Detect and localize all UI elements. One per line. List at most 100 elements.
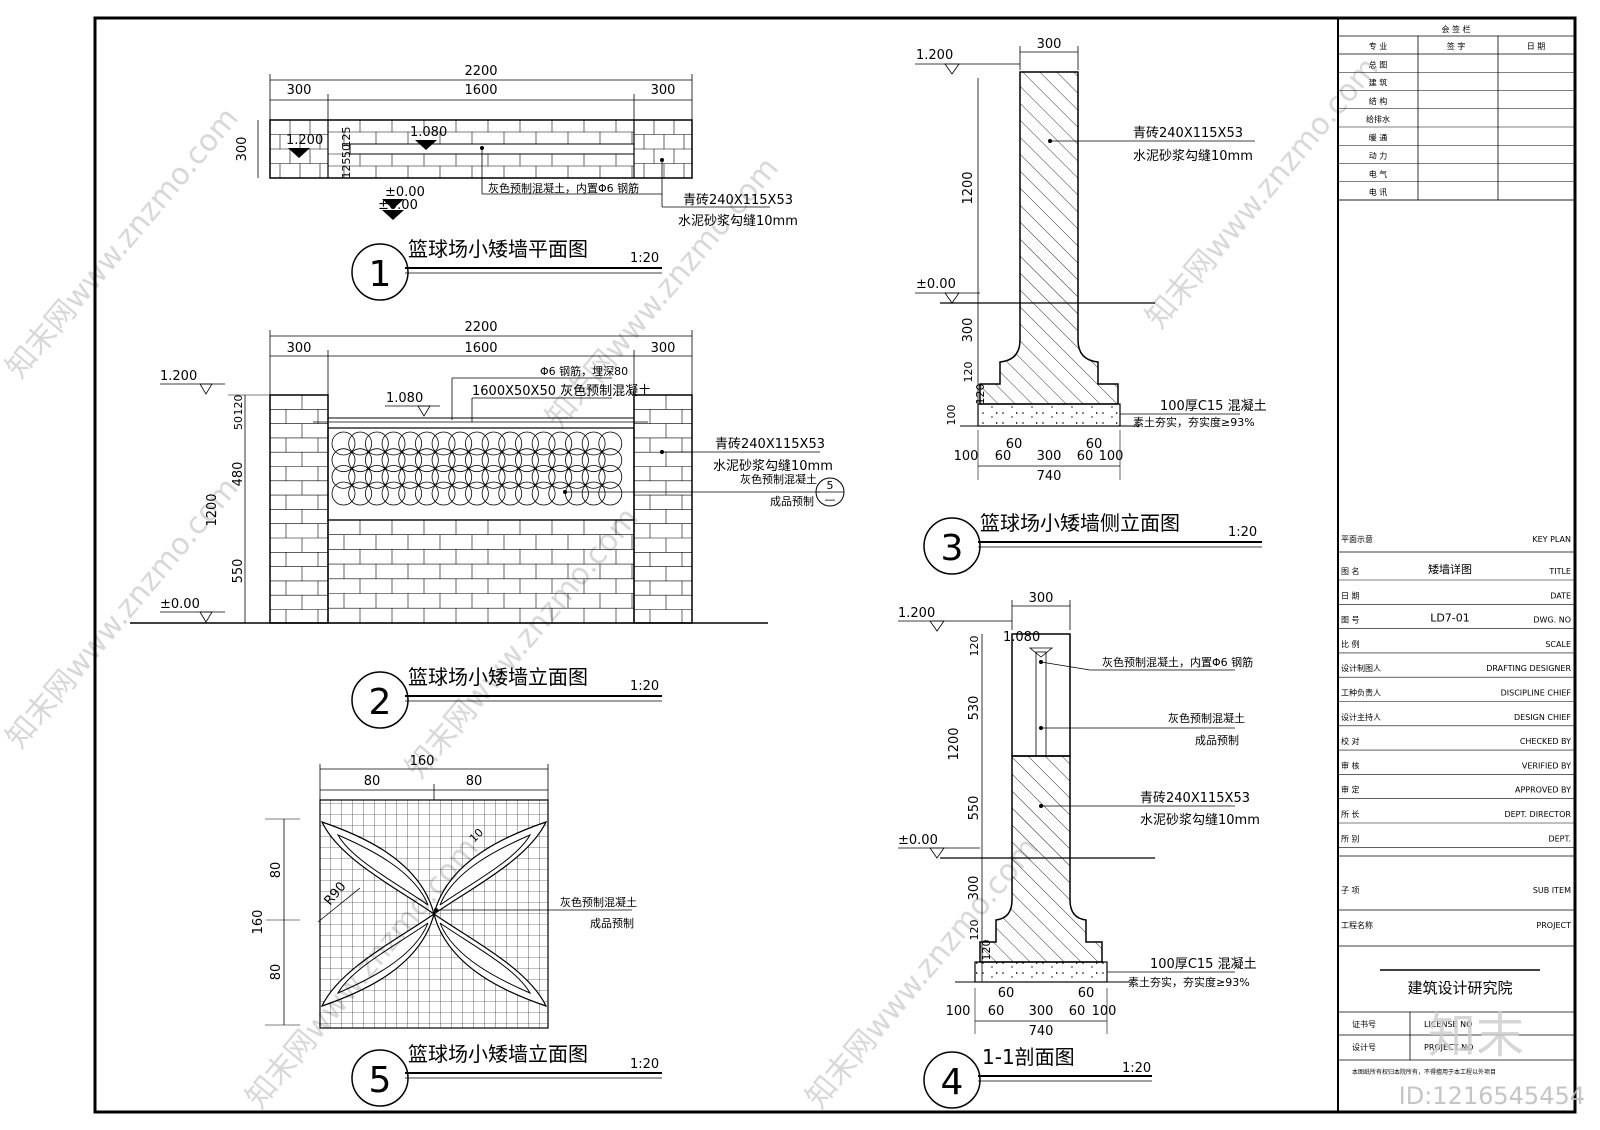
watermark-site-3: 知末网www.znzmo.com (1139, 51, 1385, 335)
section-note-brick-a: 青砖240X115X53 (1140, 791, 1250, 806)
tb-row-label-en: VERIFIED BY (1522, 761, 1571, 770)
elev-note-brick-a: 青砖240X115X53 (715, 437, 825, 452)
tb-row-value: LD7-01 (1430, 612, 1470, 625)
tile-view-number: 5 (369, 1060, 392, 1101)
elev-note-beam: 1600X50X50 灰色预制混凝土 (472, 383, 651, 399)
tile-note-a: 灰色预制混凝土 (560, 895, 637, 909)
side-dim-1200: 1200 (961, 171, 976, 204)
elev-note-tile-a: 灰色预制混凝土 (740, 472, 817, 486)
section-base-60b: 60 (1069, 1004, 1086, 1019)
section-dim-120: 120 (968, 636, 981, 657)
section-dim-530: 530 (967, 696, 982, 721)
plan-view-scale: 1:20 (630, 251, 659, 266)
section-top-60a: 60 (998, 986, 1015, 1001)
plan-dim-small-a: 125 (340, 127, 353, 148)
tb-subitem-cn: 子 项 (1341, 886, 1360, 895)
watermark-site-4: 知末网www.znzmo.com (0, 471, 246, 755)
elev-callout-number: 5 (827, 479, 834, 492)
side-base-740: 740 (1037, 469, 1062, 484)
elev-dim-mid: 1600 (464, 341, 497, 356)
elev-dim-1200: 1200 (205, 493, 220, 526)
plan-dim-right: 300 (651, 83, 676, 98)
tb-row-label-en: DEPT. DIRECTOR (1504, 810, 1571, 819)
tb-row-label-en: DESIGN CHIEF (1514, 713, 1571, 722)
tile-dim-v80b: 80 (269, 964, 284, 981)
tb-row-label: 图 名 (1341, 566, 1360, 576)
side-note-brick-b: 水泥砂浆勾缝10mm (1133, 149, 1253, 164)
plan-dim-small-c: 125 (340, 158, 353, 179)
tile-dim-b: 80 (466, 774, 483, 789)
tb-row-label: 日 期 (1341, 591, 1360, 600)
tb-row-label-en: TITLE (1548, 567, 1571, 576)
tb-row-label: 比 例 (1341, 639, 1360, 649)
section-base-100a: 100 (946, 1004, 971, 1019)
plan-dim-mid: 1600 (464, 83, 497, 98)
section-base-60a: 60 (988, 1004, 1005, 1019)
section-note-precast-a: 灰色预制混凝土 (1168, 711, 1245, 725)
side-base-300: 300 (1037, 449, 1062, 464)
tb-row-label-en: DEPT. (1548, 834, 1571, 843)
side-elevation-view: 300 1.200 ±0.00 1200 300 120 120 100 青砖2… (915, 37, 1267, 575)
side-dim-top: 300 (1037, 37, 1062, 52)
tb-row-label-en: CHECKED BY (1520, 737, 1571, 746)
elev-note-brick-b: 水泥砂浆勾缝10mm (713, 459, 833, 474)
tile-dim-v160: 160 (251, 910, 266, 935)
side-base-100b: 100 (1099, 449, 1124, 464)
side-note-brick-a: 青砖240X115X53 (1133, 126, 1243, 141)
tb-row-label: 校 对 (1341, 736, 1360, 746)
section-base-300: 300 (1029, 1004, 1054, 1019)
section-dim-120a: 120 (968, 920, 981, 941)
section-note-brick-b: 水泥砂浆勾缝10mm (1140, 813, 1260, 828)
tile-dim-total: 160 (410, 754, 435, 769)
tile-note-b: 成品预制 (590, 917, 634, 930)
side-top-60a: 60 (1006, 437, 1023, 452)
side-wall-section (979, 71, 1119, 405)
section-base-100b: 100 (1092, 1004, 1117, 1019)
tb-row-label-en: APPROVED BY (1515, 786, 1571, 795)
tb-row-label: 审 核 (1341, 760, 1360, 770)
section-dim-550: 550 (967, 796, 982, 821)
watermark-site-1: 知末网www.znzmo.com (0, 101, 246, 385)
elev-view-title: 篮球场小矮墙立面图 (408, 665, 588, 689)
tb-discipline: 暖 通 (1369, 132, 1388, 142)
side-base-60b: 60 (1077, 449, 1094, 464)
tb-discipline: 给排水 (1366, 114, 1390, 124)
side-view-title: 篮球场小矮墙侧立面图 (980, 511, 1180, 535)
elev-dim-right: 300 (651, 341, 676, 356)
plan-level-0: ±0.00 (385, 185, 425, 200)
tb-license-cn: 证书号 (1352, 1019, 1376, 1029)
tb-keyplan-cn: 平面示意 (1341, 534, 1373, 544)
elev-view-scale: 1:20 (630, 679, 659, 694)
plan-level-marker-1 (288, 148, 310, 158)
elev-pier-left (269, 394, 329, 624)
elev-precast-beam (327, 417, 635, 429)
section-dim-300: 300 (967, 876, 982, 901)
section-top-60b: 60 (1078, 986, 1095, 1001)
elev-pier-right (633, 394, 693, 624)
tb-discipline: 建 筑 (1369, 78, 1388, 88)
tb-project-cn: 工程名称 (1341, 920, 1373, 930)
tb-project-en: PROJECT (1536, 921, 1571, 930)
section-note-soil: 素土夯实，夯实度≥93% (1128, 975, 1250, 989)
tile-dim-a: 80 (364, 774, 381, 789)
tile-view-scale: 1:20 (630, 1057, 659, 1072)
plan-view-number-text: 1 (369, 254, 392, 295)
tb-row-label-en: DRAFTING DESIGNER (1486, 664, 1571, 673)
tb-row-label: 审 定 (1341, 785, 1360, 795)
plan-dim-total: 2200 (464, 64, 497, 79)
tb-keyplan-en: KEY PLAN (1532, 535, 1571, 544)
tb-row-value: 矮墙详图 (1428, 562, 1472, 576)
plan-view-number (351, 243, 409, 301)
tb-row-label: 所 长 (1341, 809, 1360, 819)
tb-row-label-en: SCALE (1545, 640, 1571, 649)
tb-row-label-en: DWG. NO (1533, 616, 1571, 625)
tb-col-major: 专 业 (1369, 41, 1388, 51)
plan-dim-left: 300 (287, 83, 312, 98)
plan-level-marker-0 (382, 199, 404, 209)
outer-frame (93, 16, 1577, 1114)
tb-discipline: 结 构 (1369, 96, 1388, 106)
section-view: 300 1.080 1.200 ±0.00 120 530 1200 550 3… (898, 591, 1260, 1109)
tb-row-label-en: DATE (1550, 591, 1571, 600)
section-concrete-base (974, 961, 1108, 983)
section-level-0: ±0.00 (898, 833, 938, 848)
